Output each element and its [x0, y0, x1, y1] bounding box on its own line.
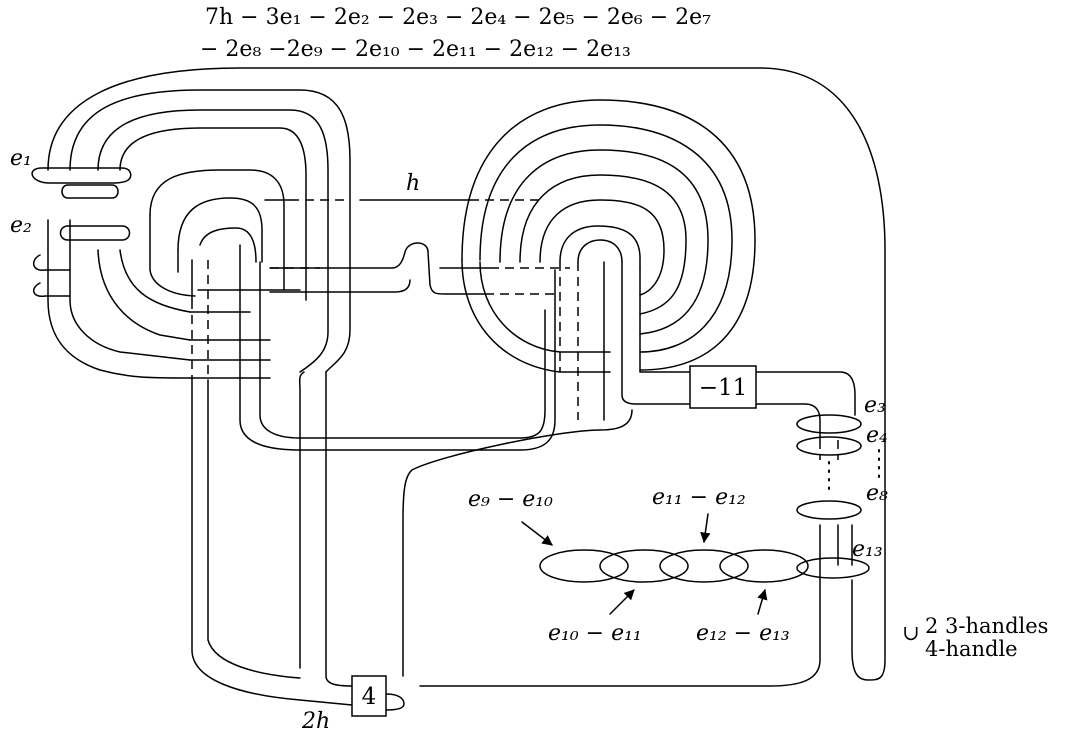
e8-circle — [796, 500, 862, 520]
label-e11-e12: e₁₁ − e₁₂ — [652, 485, 746, 510]
label-4-handle: 4-handle — [925, 637, 1018, 661]
long-legs — [191, 244, 633, 706]
label-3-handles: 2 3-handles — [925, 614, 1048, 638]
arrows — [521, 513, 768, 615]
label-h: h — [406, 171, 420, 196]
e4-circle — [796, 436, 862, 456]
left-nested-strands — [69, 89, 351, 373]
label-e9-e10: e₉ − e₁₀ — [468, 487, 553, 512]
label-e4: e₄ — [866, 423, 888, 448]
arrow-e9-e10 — [521, 521, 553, 546]
label-2h: 2h — [301, 709, 330, 734]
twist-box-plus-label: 4 — [362, 684, 377, 710]
label-e10-e11: e₁₀ − e₁₁ — [548, 621, 642, 646]
label-e1: e₁ — [10, 146, 32, 171]
arrow-e11-e12 — [700, 513, 711, 544]
union-symbol: ∪ — [902, 621, 920, 645]
e2-circle — [33, 225, 131, 297]
ellipse-chain — [539, 549, 809, 583]
framing-line-2: − 2e₈ −2e₉ − 2e₁₀ − 2e₁₁ − 2e₁₂ − 2e₁₃ — [200, 37, 631, 62]
arrow-e10-e11 — [609, 589, 635, 615]
e-stack-circles — [796, 414, 880, 579]
label-e8: e₈ — [866, 481, 888, 506]
e1-circle — [31, 167, 132, 199]
twist-box-plus: 4 — [351, 675, 405, 717]
e12-e13-ellipse — [719, 549, 809, 583]
label-e2: e₂ — [10, 213, 32, 238]
twist-box-minus-label: −11 — [699, 375, 748, 401]
e9-e10-ellipse — [539, 549, 629, 583]
e11-e12-ellipse — [659, 549, 749, 583]
label-e3: e₃ — [864, 393, 886, 418]
e10-e11-ellipse — [599, 549, 689, 583]
framing-line-1: 7h − 3e₁ − 2e₂ − 2e₃ − 2e₄ − 2e₅ − 2e₆ −… — [205, 5, 711, 30]
twist-box-minus: −11 — [689, 365, 757, 409]
outer-strand — [47, 67, 886, 681]
label-e12-e13: e₁₂ − e₁₃ — [696, 621, 790, 646]
e3-circle — [796, 414, 862, 434]
arrow-e12-e13 — [757, 588, 768, 615]
label-e13: e₁₃ — [852, 537, 883, 562]
middle-strands — [264, 199, 570, 295]
right-link-strands — [419, 371, 856, 687]
left-down-strands — [47, 214, 271, 379]
e13-circle — [796, 557, 870, 579]
right-nested-strands — [461, 99, 756, 421]
